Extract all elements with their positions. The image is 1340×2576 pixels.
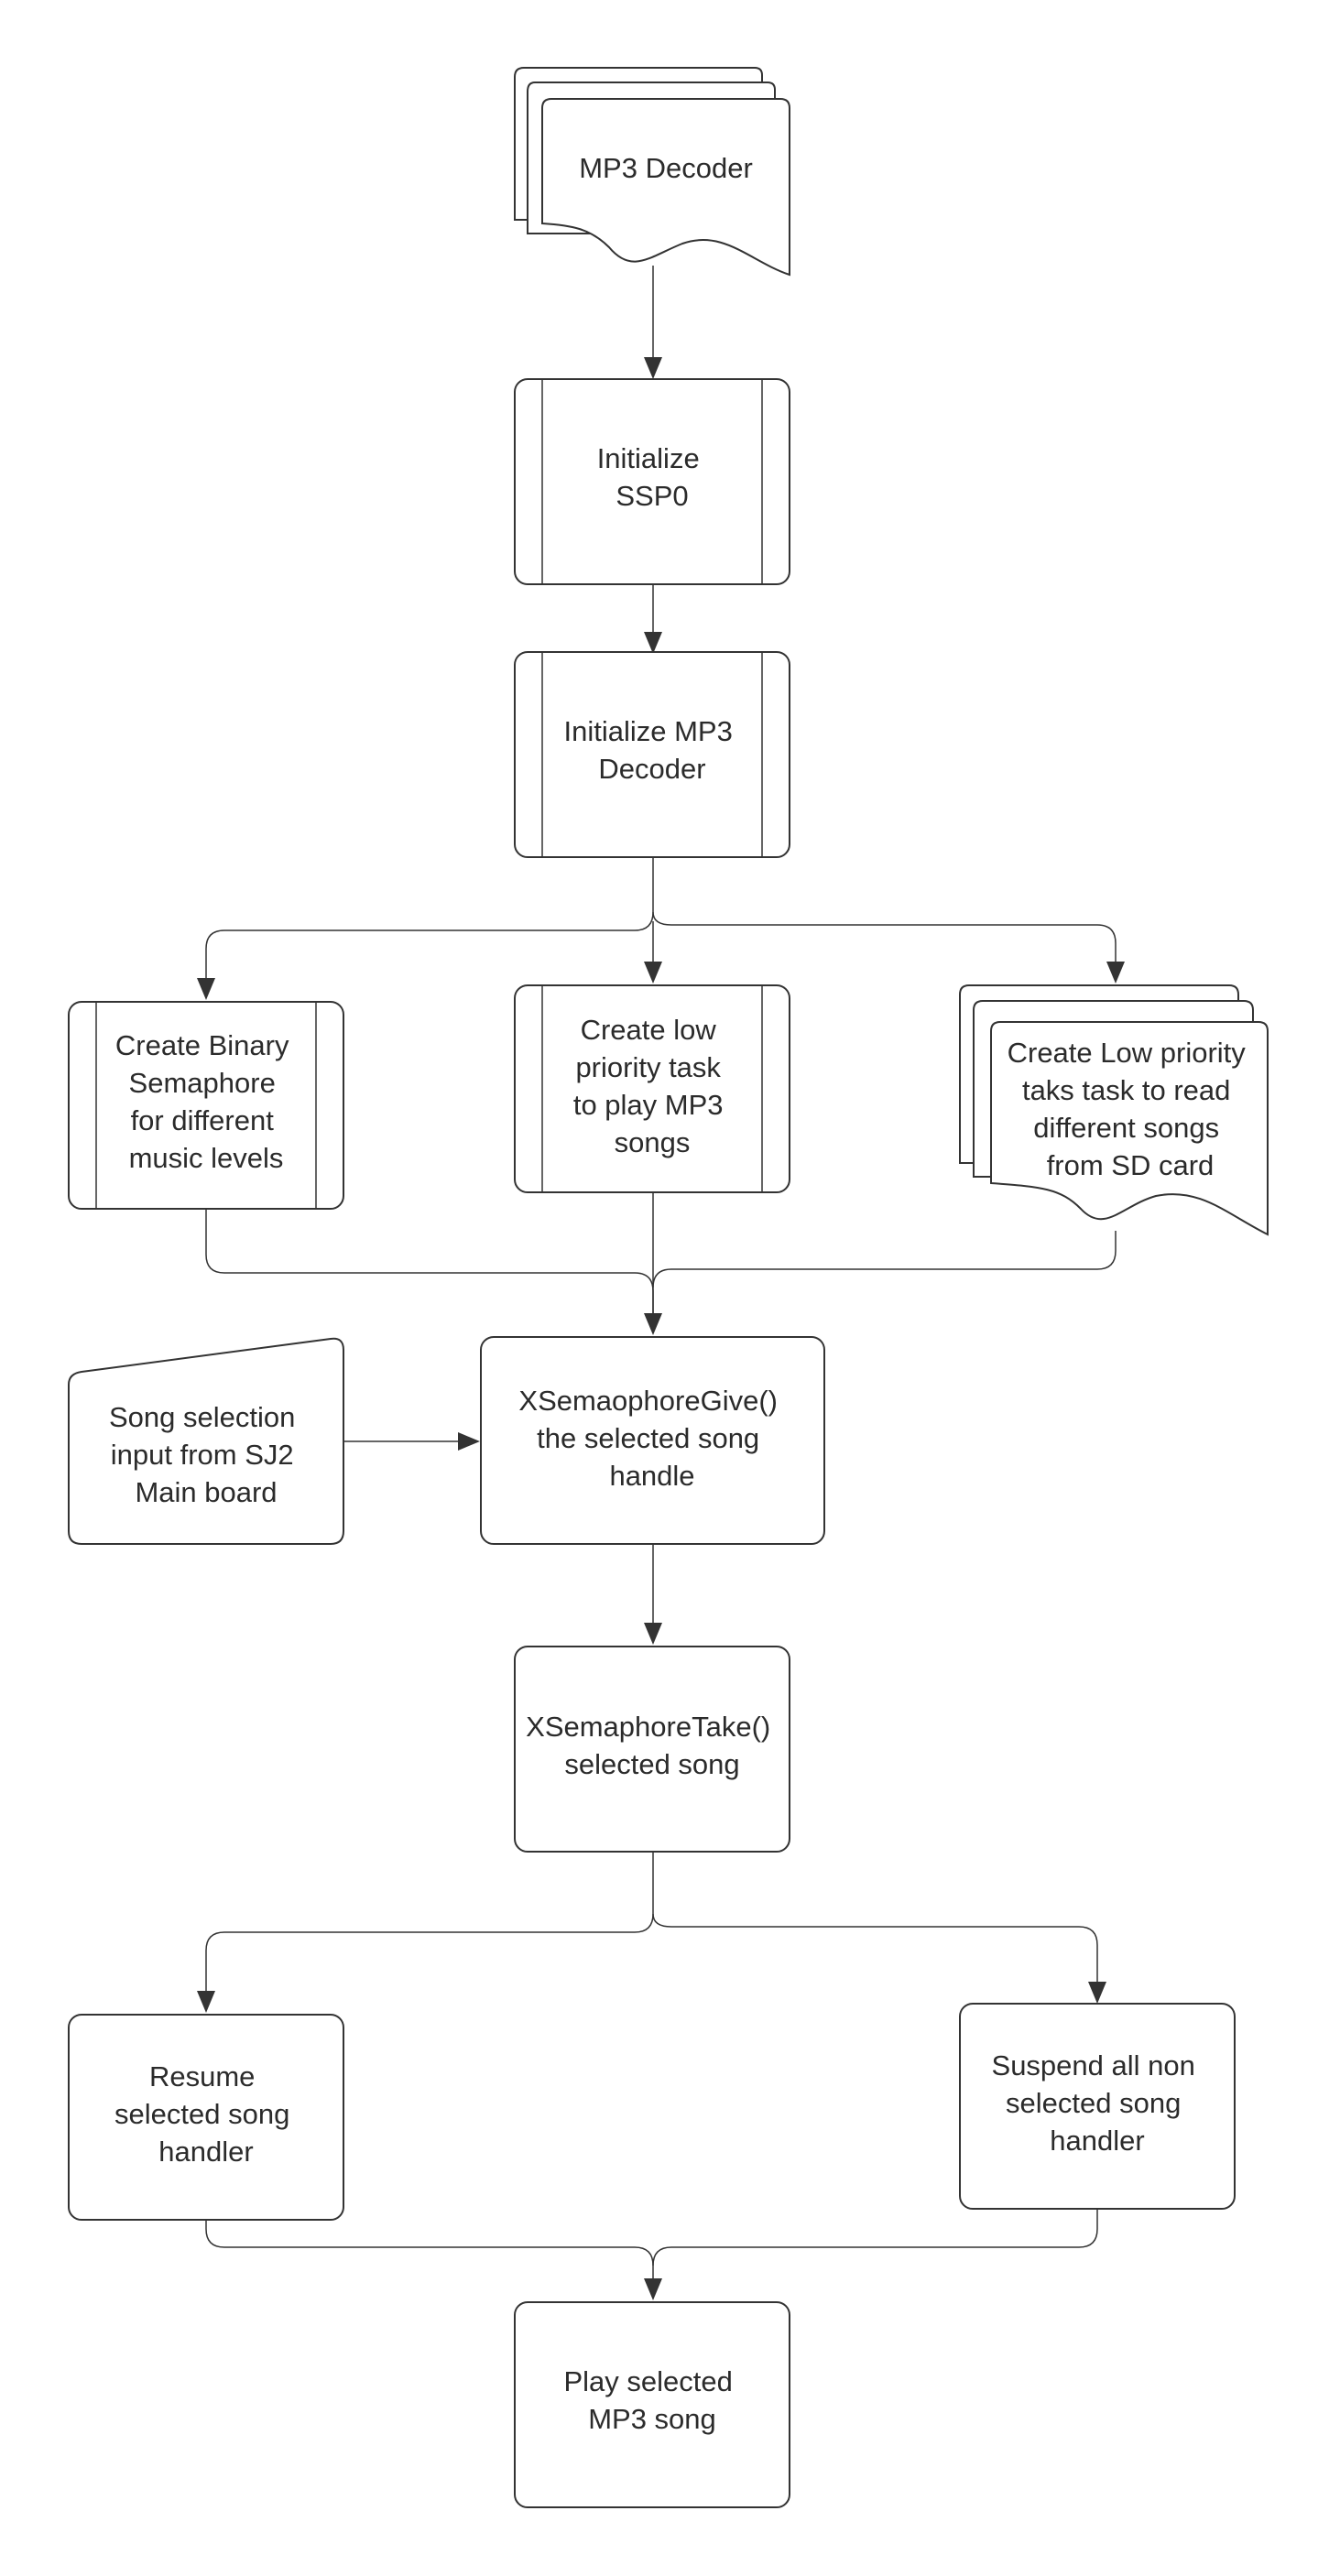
arrowhead xyxy=(458,1432,480,1451)
node-resume-handler: Resume selected song handler xyxy=(68,2014,344,2221)
text-line: for different xyxy=(131,1104,275,1136)
text-line: Suspend all non xyxy=(992,2049,1195,2081)
text-line: from SD card xyxy=(1047,1149,1215,1181)
connectors xyxy=(197,266,1125,2300)
text-line: Initialize MP3 xyxy=(564,715,733,747)
arrowhead xyxy=(197,978,215,1000)
node-text: Play selected MP3 song xyxy=(563,2365,740,2435)
node-mp3-decoder: MP3 Decoder xyxy=(514,67,790,277)
text-line: music levels xyxy=(129,1142,284,1174)
node-initialize-mp3-decoder: Initialize MP3 Decoder xyxy=(514,651,790,858)
node-text: Resume selected song handler xyxy=(114,2060,298,2168)
text-line: selected song xyxy=(564,1748,739,1780)
arrowhead xyxy=(644,962,662,984)
node-text: Song selection input from SJ2 Main board xyxy=(109,1401,303,1508)
node-semaphore-give: XSemaophoreGive() the selected song hand… xyxy=(480,1336,825,1545)
node-create-low-priority-play-task: Create low priority task to play MP3 son… xyxy=(514,984,790,1193)
text-line: MP3 Decoder xyxy=(579,152,753,184)
arrowhead xyxy=(644,632,662,654)
edge-suspend-to-play xyxy=(652,2209,1098,2266)
node-text: Create Binary Semaphore for different mu… xyxy=(115,1029,297,1174)
text-line: Initialize xyxy=(597,442,700,474)
node-text: MP3 Decoder xyxy=(579,152,753,184)
text-line: selected song xyxy=(114,2098,289,2130)
text-line: MP3 song xyxy=(588,2403,716,2435)
edge-low-priority-read-to-give xyxy=(652,1231,1117,1288)
arrowhead xyxy=(1088,1982,1106,2004)
text-line: Create Low priority xyxy=(1008,1037,1247,1069)
text-line: taks task to read xyxy=(1022,1074,1230,1106)
edge-init-mp3-to-low-priority-read xyxy=(652,911,1117,962)
text-line: to play MP3 xyxy=(573,1089,724,1121)
arrowhead xyxy=(1106,962,1125,984)
node-text: Suspend all non selected song handler xyxy=(992,2049,1204,2157)
text-line: the selected song xyxy=(537,1422,759,1454)
edge-resume-to-play xyxy=(205,2220,654,2278)
node-text: Create Low priority taks task to read di… xyxy=(1008,1037,1254,1181)
text-line: handle xyxy=(609,1460,694,1492)
text-line: Play selected xyxy=(563,2365,732,2397)
text-line: Semaphore xyxy=(129,1067,276,1099)
text-line: input from SJ2 xyxy=(111,1439,294,1471)
edge-take-to-suspend xyxy=(652,1913,1098,1982)
node-text: XSemaphoreTake() selected song xyxy=(526,1711,779,1780)
text-line: Create low xyxy=(581,1014,717,1046)
text-line: SSP0 xyxy=(616,480,688,512)
text-line: XSemaphoreTake() xyxy=(526,1711,770,1743)
text-line: Resume xyxy=(149,2060,255,2092)
text-line: Create Binary xyxy=(115,1029,289,1061)
arrowhead xyxy=(644,357,662,379)
text-line: different songs xyxy=(1033,1112,1219,1144)
text-line: songs xyxy=(615,1126,691,1158)
text-line: Decoder xyxy=(598,753,705,785)
arrowhead xyxy=(644,2278,662,2300)
node-create-binary-semaphore: Create Binary Semaphore for different mu… xyxy=(68,1001,344,1210)
node-text: Initialize SSP0 xyxy=(597,442,708,512)
edge-binary-semaphore-to-give xyxy=(205,1209,654,1313)
arrowhead xyxy=(197,1991,215,2013)
text-line: handler xyxy=(1050,2125,1144,2157)
node-text: Initialize MP3 Decoder xyxy=(564,715,741,785)
text-line: priority task xyxy=(575,1051,721,1083)
node-text: XSemaophoreGive() the selected song hand… xyxy=(518,1385,785,1492)
arrowhead xyxy=(644,1313,662,1335)
edge-init-mp3-to-binary-semaphore xyxy=(205,857,654,978)
text-line: selected song xyxy=(1006,2087,1181,2119)
text-line: Main board xyxy=(135,1476,277,1508)
node-semaphore-take: XSemaphoreTake() selected song xyxy=(514,1646,790,1853)
node-text: Create low priority task to play MP3 son… xyxy=(573,1014,731,1158)
node-suspend-handlers: Suspend all non selected song handler xyxy=(959,2003,1236,2210)
text-line: XSemaophoreGive() xyxy=(518,1385,778,1417)
text-line: handler xyxy=(158,2136,253,2168)
node-create-low-priority-read-task: Create Low priority taks task to read di… xyxy=(959,984,1269,1236)
arrowhead xyxy=(644,1623,662,1645)
node-song-selection-input: Song selection input from SJ2 Main board xyxy=(68,1337,344,1545)
node-play-song: Play selected MP3 song xyxy=(514,2301,790,2508)
node-initialize-ssp0: Initialize SSP0 xyxy=(514,378,790,585)
edge-take-to-resume xyxy=(205,1852,654,1991)
text-line: Song selection xyxy=(109,1401,295,1433)
